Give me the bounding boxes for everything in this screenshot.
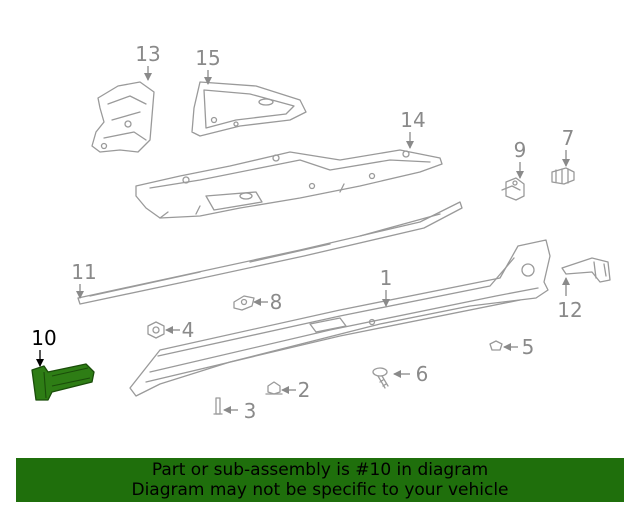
part-10-highlighted[interactable] <box>31 363 95 401</box>
part-9-clip[interactable] <box>501 177 525 201</box>
callout-2: 2 <box>298 378 311 402</box>
part-12-bracket[interactable] <box>561 257 611 283</box>
part-6-screw[interactable] <box>372 367 389 389</box>
part-15-cover-panel[interactable] <box>191 81 307 137</box>
banner-line-2: Diagram may not be specific to your vehi… <box>131 480 509 500</box>
callout-1: 1 <box>380 266 393 290</box>
callout-7: 7 <box>562 126 575 150</box>
part-5-clip[interactable] <box>489 340 503 351</box>
callout-3: 3 <box>244 399 257 423</box>
callout-8: 8 <box>270 290 283 314</box>
callout-6: 6 <box>416 362 429 386</box>
callout-12: 12 <box>557 298 582 322</box>
callout-5: 5 <box>522 335 535 359</box>
part-2-clip[interactable] <box>265 381 283 395</box>
callout-4: 4 <box>182 318 195 342</box>
part-13-bracket[interactable] <box>91 81 155 153</box>
callout-11: 11 <box>71 260 96 284</box>
callout-14: 14 <box>400 108 425 132</box>
part-14-under-cover[interactable] <box>135 149 443 219</box>
callout-13: 13 <box>135 42 160 66</box>
callout-15: 15 <box>195 46 220 70</box>
part-8-clip[interactable] <box>233 295 255 311</box>
callout-10: 10 <box>31 326 56 350</box>
part-11-moulding[interactable] <box>77 201 463 305</box>
part-1-rocker-panel[interactable] <box>129 239 551 397</box>
banner-line-1: Part or sub-assembly is #10 in diagram <box>151 460 489 480</box>
part-4-nut[interactable] <box>147 321 165 339</box>
part-7-grommet[interactable] <box>551 167 575 185</box>
part-3-pin[interactable] <box>213 397 223 415</box>
callout-9: 9 <box>514 138 527 162</box>
disclaimer-banner: Part or sub-assembly is #10 in diagram D… <box>16 458 624 502</box>
